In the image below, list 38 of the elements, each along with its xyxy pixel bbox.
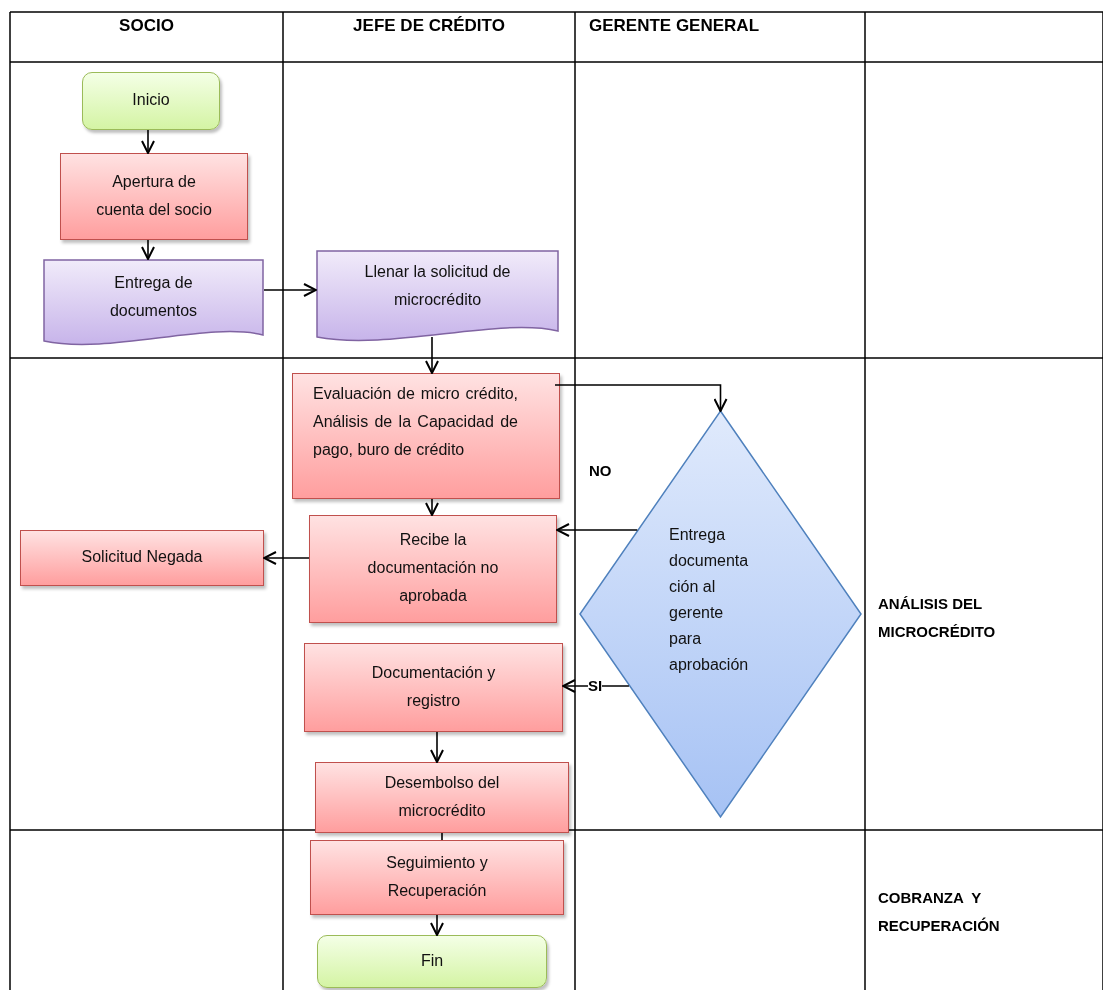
- process-box: [310, 840, 564, 915]
- row-header: COBRANZA Y RECUPERACIÓN: [878, 888, 1001, 936]
- process-box: [304, 643, 563, 732]
- arrow: [556, 523, 639, 537]
- node-label: Evaluación de micro crédito, Análisis de la Capacidad de pago, buro de crédito: [313, 384, 518, 460]
- process-box: [315, 762, 569, 833]
- arrow: [141, 129, 155, 154]
- node-label: Apertura de cuenta del socio: [95, 171, 213, 220]
- node-label: Fin: [419, 950, 445, 971]
- node-label: Entrega de documentos: [108, 273, 199, 321]
- node-label: Inicio: [131, 90, 171, 110]
- node-label: Desembolso del microcrédito: [383, 772, 501, 821]
- node-label: Llenar la solicitud de microcrédito: [363, 262, 512, 310]
- column-header: SOCIO: [118, 16, 175, 36]
- node-label: Seguimiento y Recuperación: [385, 852, 489, 901]
- process-box: [60, 153, 248, 240]
- process-box: [292, 373, 560, 499]
- arrow: [425, 336, 439, 374]
- node-label: Recibe la documentación no aprobada: [366, 530, 500, 606]
- arrow: [425, 498, 439, 516]
- terminal-box: [317, 935, 547, 988]
- arrow: [141, 239, 155, 260]
- node-label: Solicitud Negada: [80, 547, 204, 567]
- node-label: Entrega documenta ción al gerente para aprobación: [669, 525, 750, 675]
- column-header: JEFE DE CRÉDITO: [352, 16, 506, 36]
- row-header: ANÁLISIS DEL MICROCRÉDITO: [878, 594, 997, 642]
- decision-diamond: [579, 410, 862, 818]
- terminal-box: [82, 72, 220, 130]
- arrow: [263, 551, 310, 565]
- arrow: [562, 679, 630, 693]
- arrow: [430, 914, 444, 936]
- node-label: Documentación y registro: [370, 662, 497, 711]
- process-box: [20, 530, 264, 586]
- arrow: [263, 283, 317, 297]
- arrow: [554, 384, 728, 412]
- arrow: [430, 731, 444, 763]
- process-box: [309, 515, 557, 623]
- column-header: GERENTE GENERAL: [589, 16, 761, 36]
